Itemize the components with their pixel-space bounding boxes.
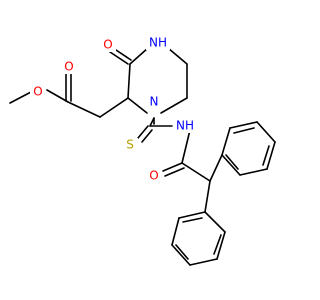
bond-nh-c5	[167, 47, 188, 65]
pb-d3	[182, 217, 203, 223]
bond-amide-c-ch	[181, 162, 211, 182]
bond-ch-phenyl-top	[209, 154, 223, 182]
pt-d1	[233, 127, 255, 134]
bond-ch-phenyl-bottom	[204, 180, 211, 213]
pt-b5	[239, 168, 268, 176]
bond-c3-nh	[129, 47, 149, 65]
phenyl-ring-top	[221, 121, 276, 176]
atom-nh-amide: NH	[176, 119, 194, 133]
atom-n-ring: N	[150, 95, 159, 109]
bond-methyl-o	[9, 91, 32, 104]
phenyl-ring-bottom	[171, 211, 226, 266]
atom-labels: O O O NH N S NH O	[30, 36, 197, 183]
pt-d2	[262, 145, 270, 166]
pt-d3	[225, 154, 239, 170]
bond-c2-c3	[127, 63, 131, 99]
bond-c-s-double-a	[137, 125, 149, 139]
bond-ch2-c2	[99, 97, 129, 118]
pb-b6	[178, 211, 206, 219]
bond-cs-n1	[149, 117, 155, 127]
pb-b5	[171, 217, 180, 246]
pb-b3	[189, 258, 218, 266]
pb-d1	[213, 234, 222, 255]
atom-o-ketone: O	[103, 38, 112, 52]
pt-b1	[221, 127, 231, 156]
bond-amide-c-o-double-a	[162, 162, 183, 172]
atom-o-ester-carbonyl: O	[64, 60, 73, 74]
pb-b1	[204, 211, 226, 233]
bond-nh-amide-c	[181, 129, 191, 164]
pt-b2	[229, 121, 258, 129]
bond-c-s-double-b	[141, 129, 153, 143]
pb-b2	[216, 231, 226, 260]
pt-b4	[266, 141, 276, 170]
atom-o-ester-ether: O	[33, 85, 42, 99]
pb-d2	[175, 244, 189, 260]
atom-o-amide: O	[149, 169, 158, 183]
atom-s-thio: S	[126, 138, 134, 152]
bond-c3-o-double-a	[109, 51, 129, 65]
bond-o-carbonyl-c	[46, 89, 69, 103]
structure-drawing: O O O NH N S NH O	[9, 36, 276, 266]
pb-b4	[171, 244, 191, 266]
bonds	[9, 47, 223, 213]
atom-nh-ring: NH	[149, 36, 167, 50]
bond-c6-n1	[160, 97, 188, 114]
bond-ester-c-ch2	[67, 101, 101, 118]
pt-b6	[221, 154, 241, 176]
pt-b3	[256, 121, 276, 143]
molecule-diagram: O O O NH N S NH O	[9, 36, 276, 266]
bond-n1-c2	[127, 97, 148, 114]
bond-amide-c-o-double-b	[164, 167, 185, 177]
